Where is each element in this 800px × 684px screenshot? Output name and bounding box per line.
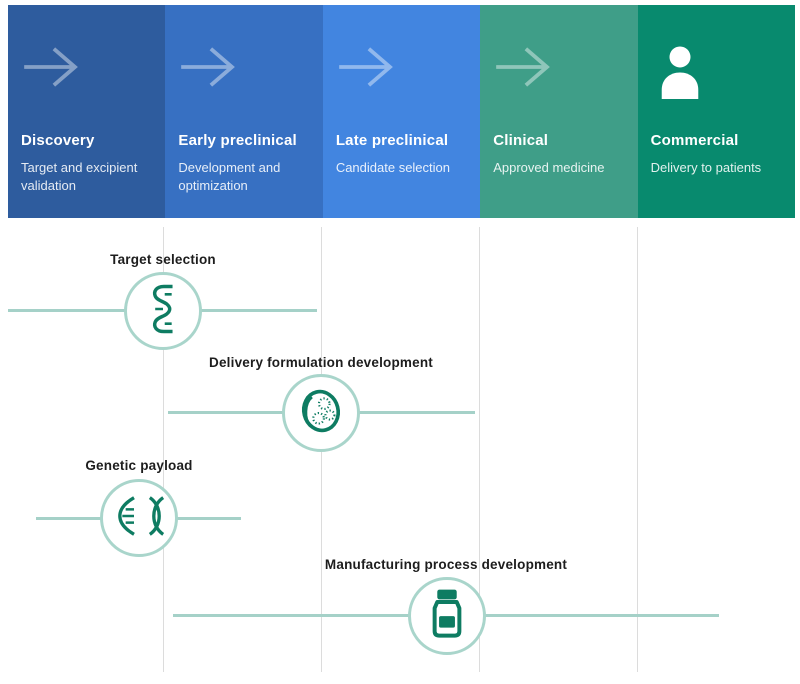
stage-late-preclinical: Late preclinical Candidate selection bbox=[322, 5, 481, 218]
stage-clinical: Clinical Approved medicine bbox=[480, 5, 638, 218]
arrow-right-icon bbox=[494, 44, 552, 95]
stage-subtitle: Delivery to patients bbox=[650, 160, 762, 175]
workstream-label: Genetic payload bbox=[85, 458, 193, 473]
stage-title: Commercial bbox=[650, 132, 739, 149]
arrow-right-icon bbox=[337, 44, 395, 95]
column-gridline bbox=[163, 227, 164, 672]
milestone-manufacturing bbox=[408, 577, 486, 655]
person-icon bbox=[658, 46, 702, 104]
milestone-target-selection bbox=[124, 272, 202, 350]
medicine-bottle-icon bbox=[424, 587, 470, 645]
workstream-label: Manufacturing process development bbox=[324, 557, 568, 572]
stage-early-preclinical: Early preclinical Development and optimi… bbox=[165, 5, 323, 218]
arrow-right-icon bbox=[22, 44, 80, 95]
stage-title: Clinical bbox=[493, 132, 549, 149]
stage-subtitle: Approved medicine bbox=[493, 160, 605, 175]
arrow-right-icon bbox=[179, 44, 237, 95]
milestone-genetic-payload bbox=[100, 479, 178, 557]
mrna-strand-icon bbox=[143, 283, 183, 340]
stage-header-band: Discovery Target and excipient validatio… bbox=[8, 5, 796, 218]
column-gridline bbox=[479, 227, 480, 672]
stage-subtitle: Development and optimization bbox=[178, 160, 281, 193]
column-gridline bbox=[637, 227, 638, 672]
milestone-delivery-formulation bbox=[282, 374, 360, 452]
workstream-label: Target selection bbox=[110, 252, 216, 267]
stage-commercial: Commercial Delivery to patients bbox=[637, 5, 796, 218]
dna-helix-icon bbox=[108, 491, 170, 546]
stage-subtitle: Candidate selection bbox=[335, 160, 451, 175]
stage-title: Late preclinical bbox=[335, 132, 449, 149]
stage-title: Discovery bbox=[21, 132, 95, 149]
lipid-nanoparticle-icon bbox=[295, 385, 347, 442]
stage-discovery: Discovery Target and excipient validatio… bbox=[8, 5, 166, 218]
stage-subtitle: Target and excipient validation bbox=[21, 160, 138, 193]
stage-title: Early preclinical bbox=[178, 132, 297, 149]
workstream-label: Delivery formulation development bbox=[209, 355, 433, 370]
